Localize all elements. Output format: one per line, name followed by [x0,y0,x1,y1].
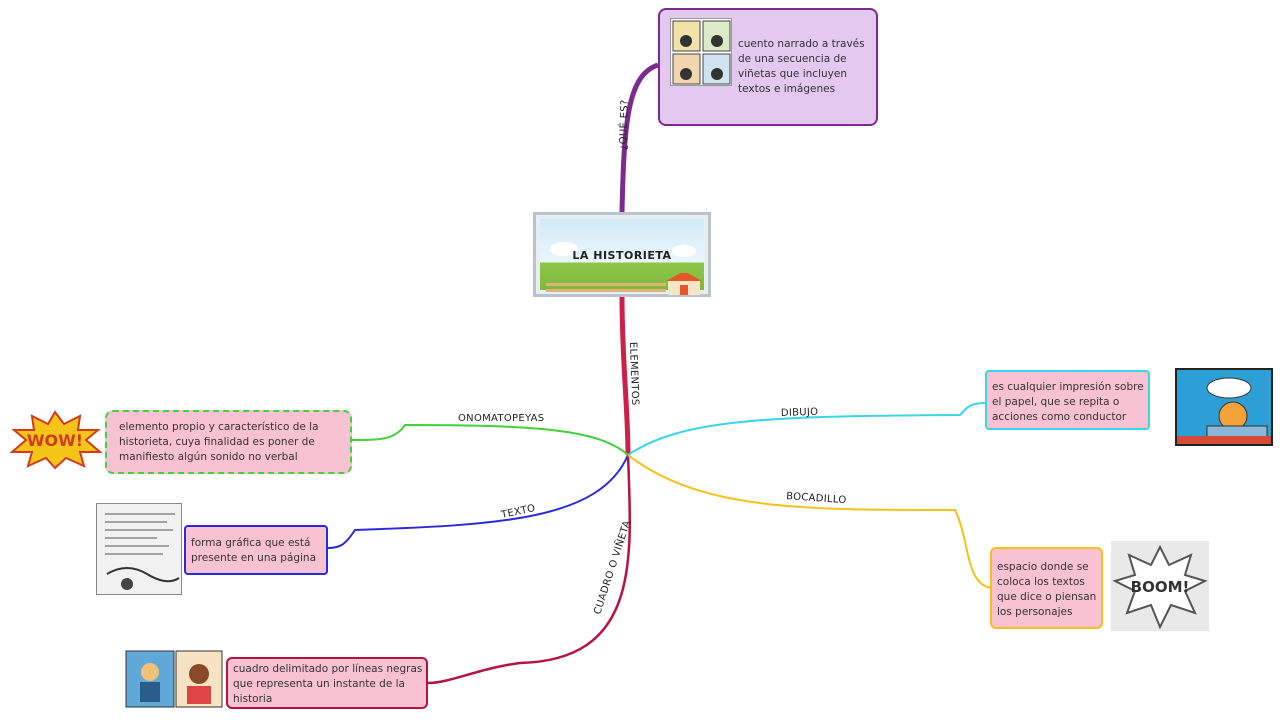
text-page-image [96,503,182,595]
wow-text: WOW! [27,431,83,450]
branch-label-elementos: ELEMENTOS [627,342,640,406]
branch-label-bocadillo: BOCADILLO [786,491,847,506]
branch-dibujo-line [627,402,986,456]
branch-elementos-line [619,296,631,456]
branch-label-dibujo: DIBUJO [781,407,819,419]
node-bocadillo-line-4: los personajes [997,606,1073,618]
branch-label-que-es: ¿QUÉ ES? [616,99,631,150]
branch-bocadillo-line [627,454,993,589]
central-title: LA HISTORIETA [572,249,672,262]
branch-que-es-line [619,62,659,213]
node-texto-line-1: forma gráfica que está [191,537,311,549]
node-texto[interactable]: forma gráfica que está presente en una p… [184,525,328,575]
wow-image: WOW! [8,410,102,470]
node-que-es-line-1: cuento narrado a través [738,38,865,50]
central-topic[interactable]: LA HISTORIETA [533,212,711,297]
boom-text: BOOM! [1131,578,1190,596]
branch-label-onomatopeyas: ONOMATOPEYAS [458,413,544,424]
branch-onomatopeyas-line [351,423,629,456]
node-que-es-line-2: de una secuencia de [738,53,847,65]
node-que-es-line-4: textos e imágenes [738,83,836,95]
node-cuadro-line-3: historia [233,693,273,705]
clouds-icon [550,242,696,257]
branch-cuadro-line [427,454,632,685]
garfield-image [1175,368,1273,446]
node-dibujo[interactable]: es cualquier impresión sobre el papel, q… [985,370,1150,430]
node-dibujo-line-1: es cualquier impresión sobre [992,381,1144,393]
node-que-es[interactable]: cuento narrado a través de una secuencia… [658,8,878,126]
node-onomatopeyas[interactable]: elemento propio y característico de la h… [105,410,352,474]
node-bocadillo-line-2: coloca los textos [997,576,1085,588]
branch-texto-line [327,454,629,549]
node-bocadillo-line-1: espacio donde se [997,561,1089,573]
node-bocadillo-line-3: que dice o piensan [997,591,1097,603]
node-onomatopeyas-line-1: elemento propio y característico de la [119,421,319,433]
boom-image: BOOM! [1111,541,1209,631]
house-icon [546,273,702,295]
node-dibujo-line-2: el papel, que se repita o [992,396,1120,408]
node-que-es-line-3: viñetas que incluyen [738,68,847,80]
node-cuadro[interactable]: cuadro delimitado por líneas negras que … [226,657,428,709]
vineta-image [125,650,223,708]
node-dibujo-line-3: acciones como conductor [992,411,1127,423]
node-cuadro-line-1: cuadro delimitado por líneas negras [233,663,423,675]
comic-strip-image [670,18,732,86]
node-onomatopeyas-line-3: manifiesto algún sonido no verbal [119,451,298,463]
node-texto-line-2: presente en una página [191,552,317,564]
node-cuadro-line-2: que representa un instante de la [233,678,405,690]
node-onomatopeyas-line-2: historieta, cuya finalidad es poner de [119,436,315,448]
node-bocadillo[interactable]: espacio donde se coloca los textos que d… [990,547,1103,629]
